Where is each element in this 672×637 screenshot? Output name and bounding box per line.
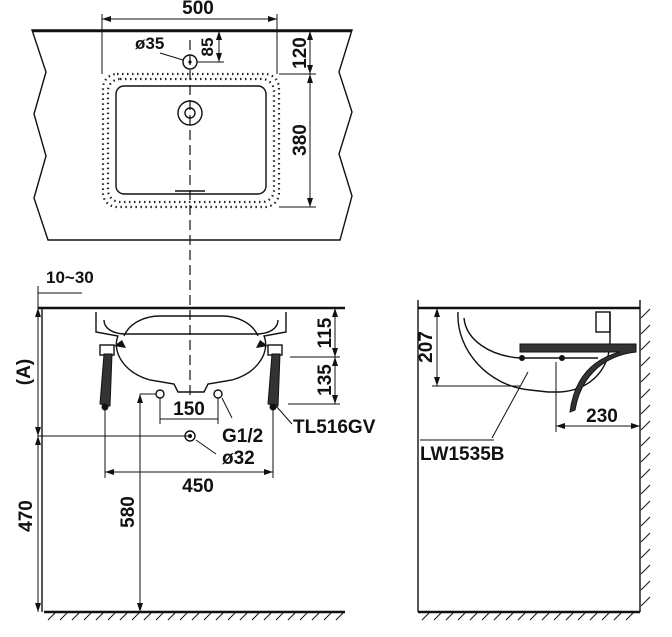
side-backsplash bbox=[595, 311, 611, 333]
dim-230-arrows bbox=[556, 423, 640, 429]
basin-model-label: LW1535B bbox=[420, 444, 504, 465]
side-bracket-bolt-1 bbox=[519, 355, 525, 361]
dim-85-arrows bbox=[216, 31, 222, 62]
front-floor-hatch bbox=[47, 611, 345, 621]
dim-135-label: 135 bbox=[315, 364, 336, 396]
supply-hole-left bbox=[155, 389, 165, 399]
drain-outlet-dot bbox=[188, 434, 192, 438]
dim-580-label: 580 bbox=[118, 496, 139, 528]
dim-380-label: 380 bbox=[290, 124, 311, 156]
dim-450-label: 450 bbox=[182, 476, 214, 497]
dim-207-label: 207 bbox=[416, 331, 437, 363]
side-basin-inner bbox=[463, 317, 598, 359]
dim-dia35-label: ø35 bbox=[135, 34, 164, 53]
dim-115-135-arrows bbox=[332, 308, 338, 404]
dim-150-label: 150 bbox=[173, 399, 205, 420]
side-wall-hatch bbox=[640, 308, 651, 607]
basin-leader bbox=[491, 371, 529, 439]
dim-120-380-arrows bbox=[307, 31, 313, 207]
front-basin-inner bbox=[103, 319, 279, 335]
dim-207-arrows bbox=[434, 308, 440, 386]
dim-85-label: 85 bbox=[198, 38, 217, 57]
dim-115-label: 115 bbox=[315, 317, 336, 348]
dim-dia35-leader bbox=[159, 52, 184, 61]
dim-470-label: 470 bbox=[16, 500, 37, 532]
countertop-outline bbox=[31, 29, 353, 241]
dim-dia32-label: ø32 bbox=[222, 448, 255, 469]
dim-230-label: 230 bbox=[586, 406, 618, 427]
basin-rim-dotted bbox=[101, 72, 281, 209]
supply-hole-right bbox=[213, 389, 223, 399]
side-view: 207 230 LW1535B bbox=[416, 300, 651, 621]
bracket-leader bbox=[275, 405, 293, 425]
front-view: 10~30 115 135 (A) 150 G1/2 ø32 TL516GV 4… bbox=[14, 268, 376, 621]
dim-500-label: 500 bbox=[182, 0, 214, 19]
bracket-model-label: TL516GV bbox=[293, 417, 376, 438]
front-bowl-top bbox=[123, 315, 259, 337]
dim-g12-leader bbox=[221, 397, 233, 419]
dim-g12-label: G1/2 bbox=[222, 426, 263, 447]
side-basin-outline bbox=[457, 311, 611, 393]
basin-rim-dotted-inner bbox=[106, 77, 276, 204]
front-basin-outline bbox=[95, 312, 287, 393]
side-bracket-bolt-2 bbox=[559, 355, 565, 361]
dim-dia32-leader bbox=[195, 439, 217, 455]
dim-a-label: (A) bbox=[14, 359, 35, 385]
bracket-right bbox=[256, 340, 283, 411]
dim-10-30-label: 10~30 bbox=[46, 268, 94, 287]
bracket-left bbox=[99, 340, 126, 411]
side-bracket-arm bbox=[519, 343, 637, 413]
dim-120-label: 120 bbox=[290, 37, 311, 69]
top-view: 500 ø35 85 120 380 bbox=[31, 0, 353, 400]
side-floor-hatch bbox=[421, 611, 635, 621]
basin-bowl-top bbox=[115, 85, 267, 195]
